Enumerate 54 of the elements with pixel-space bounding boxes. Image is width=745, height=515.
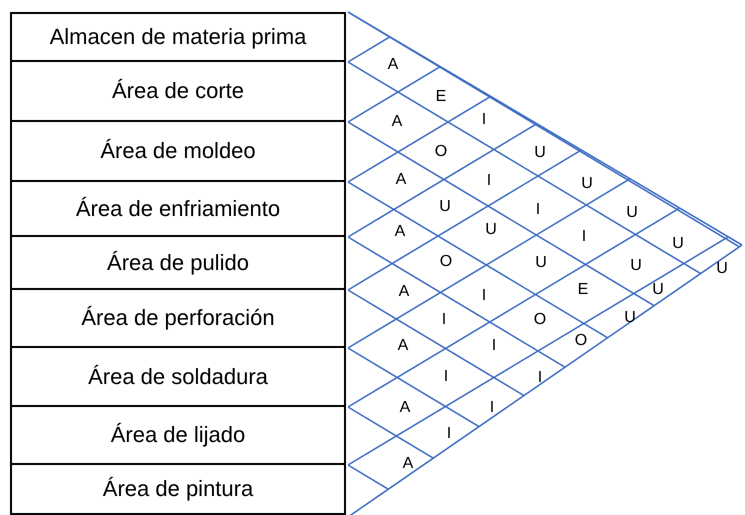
relationship-code: U: [652, 282, 664, 298]
relationship-code: U: [485, 222, 497, 238]
area-name: Área de lijado: [110, 422, 246, 448]
area-name: Almacen de materia prima: [50, 24, 306, 50]
area-box: [10, 290, 346, 348]
relationship-code: A: [398, 338, 408, 354]
relationship-code: I: [582, 229, 586, 245]
area-box: [10, 122, 346, 182]
area-box: [10, 407, 346, 465]
area-name: Área de perforación: [81, 305, 275, 331]
relationship-code: U: [624, 310, 636, 326]
relationship-code: I: [536, 202, 540, 218]
area-name: Área de moldeo: [100, 138, 256, 164]
relationship-code: U: [672, 236, 684, 252]
relationship-code: U: [439, 199, 451, 215]
area-name: Área de enfriamiento: [76, 196, 280, 222]
relationship-code: I: [492, 338, 496, 354]
relationship-code: U: [581, 176, 593, 192]
area-box: [10, 237, 346, 290]
relationship-code: A: [396, 172, 406, 188]
area-box: [10, 348, 346, 407]
relationship-code: I: [444, 369, 448, 385]
area-box: [10, 182, 346, 237]
relationship-code: A: [398, 284, 410, 300]
relationship-code: O: [574, 333, 588, 349]
area-box: [10, 12, 346, 62]
relationship-code: O: [534, 312, 546, 328]
relationship-code: U: [626, 205, 638, 221]
relationship-code: I: [446, 426, 452, 442]
relationship-code: E: [578, 282, 588, 298]
area-name: Área de corte: [112, 78, 244, 104]
area-box: [10, 465, 346, 515]
relationship-code: I: [486, 173, 492, 189]
relationship-code: A: [388, 57, 398, 73]
relationship-code: I: [482, 112, 486, 128]
area-name: Área de soldadura: [88, 364, 268, 390]
relationship-code: I: [442, 312, 446, 328]
relationship-code: U: [630, 258, 642, 274]
area-name: Área de pulido: [107, 250, 249, 276]
relationship-code: I: [490, 400, 494, 416]
relationship-code: A: [402, 456, 414, 472]
relationship-code: U: [716, 261, 728, 277]
relationship-code: I: [482, 288, 486, 304]
relationship-code: O: [434, 144, 448, 160]
relationship-code: A: [392, 114, 402, 130]
relationship-code: O: [440, 254, 452, 270]
relationship-code: A: [394, 224, 406, 240]
area-box: [10, 62, 346, 122]
relationship-code: U: [534, 145, 546, 161]
relationship-code: U: [535, 255, 547, 271]
relationship-code: A: [400, 400, 410, 416]
area-name: Área de pintura: [102, 476, 254, 502]
relationship-code: I: [538, 370, 542, 386]
relationship-code: E: [436, 89, 446, 105]
